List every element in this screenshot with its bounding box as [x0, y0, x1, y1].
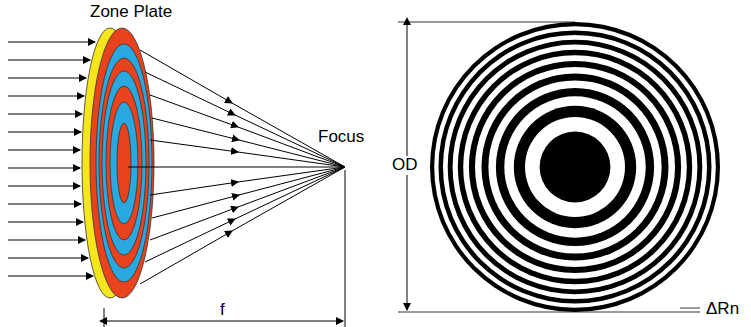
zone-plate-perspective — [82, 28, 154, 298]
dimension-label: ΔRn — [704, 300, 741, 319]
zone-width-leader — [680, 308, 700, 309]
focus-extension-line — [345, 170, 346, 327]
part-label: Focus — [318, 128, 364, 147]
optical-axis — [128, 167, 345, 168]
plate-extension-line — [104, 308, 105, 327]
focal-length-dimension — [106, 321, 343, 322]
dimension-label: f — [218, 301, 227, 320]
dimension-label: OD — [390, 156, 420, 175]
part-label: Zone Plate — [90, 3, 172, 22]
zone-plate-face — [430, 22, 720, 312]
od-bottom-extension — [398, 312, 700, 313]
od-top-extension — [398, 22, 575, 23]
